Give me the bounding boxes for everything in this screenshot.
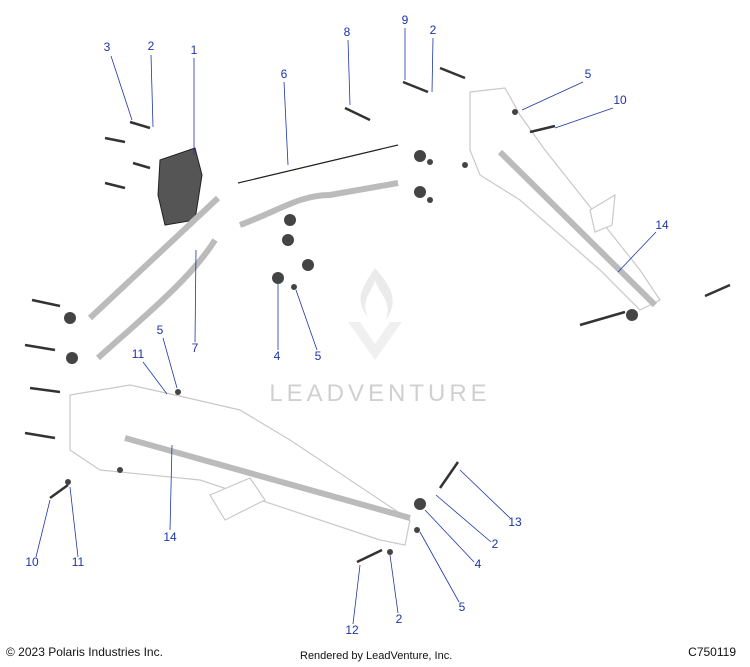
callout-2: 2 — [396, 612, 403, 626]
watermark-logo-icon — [348, 268, 402, 360]
callout-6: 6 — [281, 67, 288, 81]
callout-11: 11 — [72, 555, 85, 569]
watermark-text: LEADVENTURE — [269, 380, 491, 407]
mounting-bracket — [157, 147, 203, 226]
callout-2: 2 — [492, 537, 499, 551]
bushings-and-nuts — [64, 109, 638, 555]
callout-5: 5 — [585, 67, 592, 81]
callout-7: 7 — [192, 341, 199, 355]
callout-2: 2 — [430, 23, 437, 37]
callout-5: 5 — [157, 323, 164, 337]
callout-5: 5 — [315, 349, 322, 363]
callout-2: 2 — [148, 39, 155, 53]
callout-14: 14 — [163, 530, 177, 544]
callout-4: 4 — [274, 349, 281, 363]
callout-8: 8 — [344, 25, 351, 39]
callout-10: 10 — [613, 93, 627, 107]
callout-13: 13 — [508, 515, 522, 529]
callout-11: 11 — [132, 347, 145, 361]
leader-lines — [35, 28, 657, 625]
callout-9: 9 — [402, 13, 409, 27]
callout-4: 4 — [475, 557, 482, 571]
callout-10: 10 — [25, 555, 39, 569]
rendered-by-text: Rendered by LeadVenture, Inc. — [300, 650, 453, 662]
trailing-arm-upper — [469, 87, 661, 311]
bolts — [24, 66, 731, 564]
control-rods — [87, 144, 658, 521]
callout-1: 1 — [191, 43, 198, 57]
callout-5: 5 — [459, 600, 466, 614]
copyright-text: © 2023 Polaris Industries Inc. — [6, 645, 163, 659]
trailing-arm-lower — [69, 384, 411, 546]
callout-14: 14 — [655, 218, 669, 232]
callout-12: 12 — [345, 623, 359, 637]
callout-3: 3 — [104, 40, 111, 54]
drawing-id: C750119 — [688, 645, 736, 659]
